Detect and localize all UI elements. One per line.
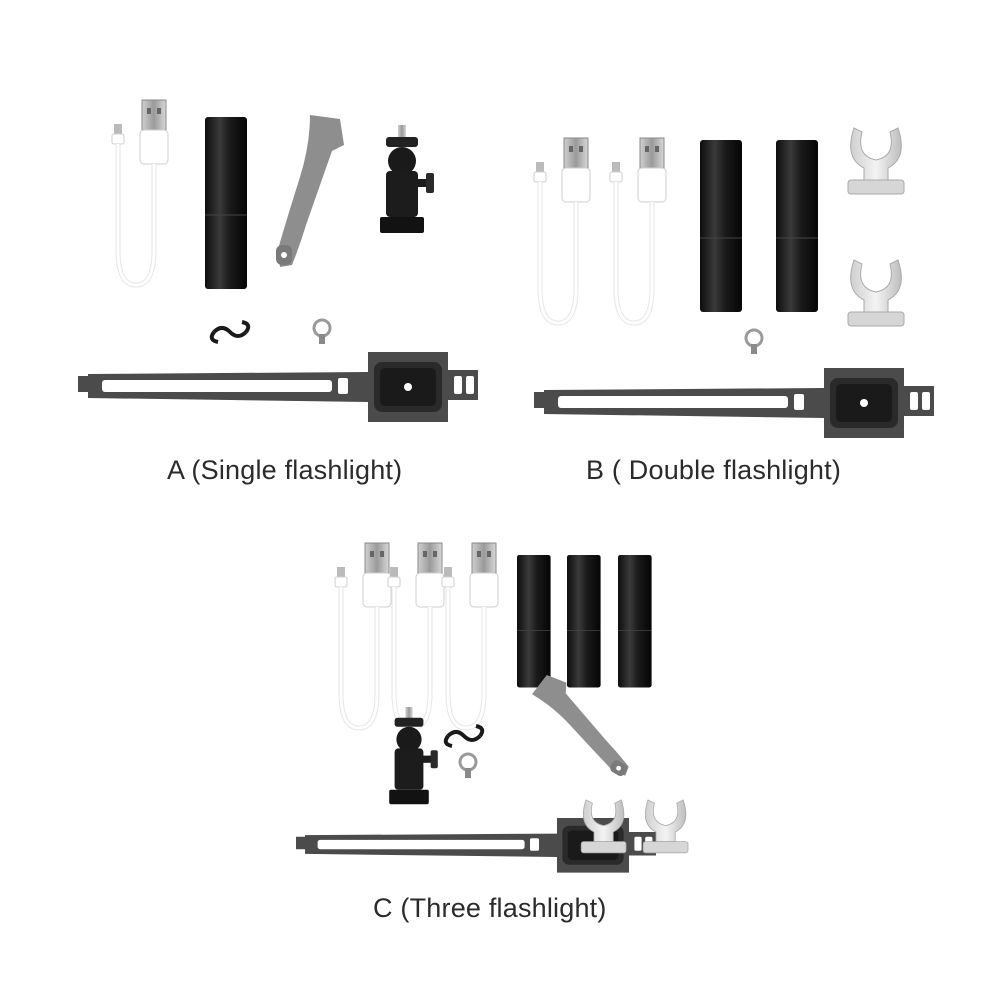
flashlight-clip — [642, 799, 689, 854]
usb-cable — [442, 543, 498, 728]
usb-cable — [335, 543, 391, 728]
caption-kit-b: B ( Double flashlight) — [586, 455, 842, 485]
flashlight-tube — [617, 554, 653, 688]
d-ring-screw — [744, 328, 764, 356]
d-ring-screw — [312, 318, 332, 346]
flashlight-tube — [775, 139, 819, 313]
flashlight-tube — [699, 139, 743, 313]
flashlight-clip — [847, 127, 905, 195]
mounting-strap — [534, 368, 934, 438]
ball-head-mount — [389, 707, 438, 805]
d-ring-screw — [458, 752, 478, 780]
caption-kit-c: C (Three flashlight) — [373, 893, 607, 923]
flashlight-clip — [580, 799, 627, 854]
kit-c-items — [296, 543, 689, 873]
usb-cable — [610, 138, 666, 323]
ball-head-mount — [380, 125, 434, 233]
usb-cable — [112, 100, 168, 285]
usb-cable — [534, 138, 590, 323]
flashlight-tube — [566, 554, 601, 688]
flashlight-clip — [847, 259, 905, 327]
mounting-strap — [78, 352, 478, 422]
kit-b-items — [534, 127, 934, 438]
usb-cable — [388, 543, 444, 728]
caption-kit-a: A (Single flashlight) — [167, 455, 403, 485]
s-hook — [209, 320, 251, 344]
flashlight-tube — [516, 554, 551, 688]
kit-a-items — [78, 100, 478, 422]
flashlight-tube — [204, 116, 248, 290]
mount-arm — [276, 115, 344, 267]
